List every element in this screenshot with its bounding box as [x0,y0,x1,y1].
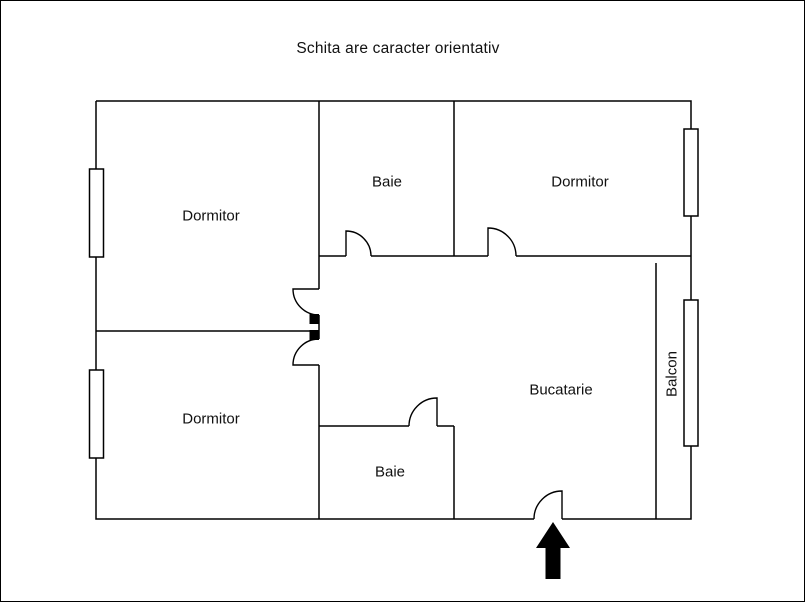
walls [95,100,692,520]
door-arc-icon-dormitor-bottom-left [292,338,320,366]
window-icon-left-bottom [88,369,105,459]
door-arc-icon-baie-bottom [408,397,438,427]
window-icon-right-bottom [683,299,699,447]
door-arc-icon-dormitor-top-left [292,288,320,316]
entrance-arrow-icon [536,522,570,579]
door-arc-icon-entrance [533,490,563,520]
room-label-baie-top: Baie [371,173,403,191]
window-icon-right-top [683,128,699,217]
room-label-dormitor-top-left: Dormitor [182,207,240,225]
wall-junction-blocks [309,314,319,340]
room-label-dormitor-bottom-left: Dormitor [182,410,240,428]
plan-disclaimer-title: Schita are caracter orientativ [296,40,500,57]
wall-block-icon [309,330,319,340]
door-arc-icon-dormitor-top-right [487,227,517,257]
doors [292,227,563,520]
room-label-bucatarie: Bucatarie [529,381,593,399]
room-label-baie-bottom: Baie [374,463,406,481]
windows [88,128,699,459]
outer-walls [95,100,692,520]
window-icon-left-top [88,168,105,258]
door-arc-icon-baie-top [345,230,372,257]
room-label-balcon: Balcon [663,351,681,397]
wall-block-icon [309,314,319,324]
room-label-dormitor-top-right: Dormitor [551,173,609,191]
